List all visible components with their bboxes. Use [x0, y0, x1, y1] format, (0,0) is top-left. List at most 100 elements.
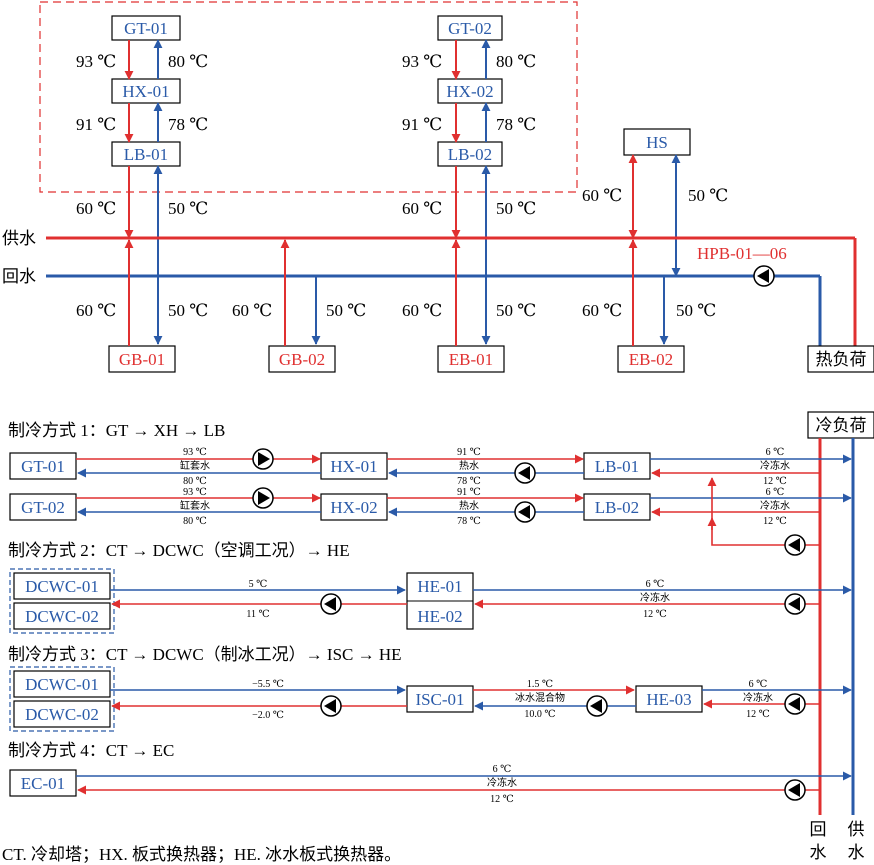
return-water-label-b: 水	[810, 843, 827, 862]
medium-label: 热水	[459, 499, 479, 512]
pump-icon[interactable]	[586, 695, 608, 717]
gt-02-box[interactable]	[9, 493, 77, 521]
medium-label: 冷冻水	[640, 591, 670, 604]
cooling-mode-1-title: 制冷方式 1：GT → XH → LB	[8, 421, 225, 440]
temp-label: 80 ℃	[496, 52, 536, 71]
hx-01-box[interactable]	[111, 78, 181, 104]
cold-load-box[interactable]	[807, 411, 874, 439]
temp-label: 60 ℃	[402, 301, 442, 320]
temp-label: 91 ℃	[402, 115, 442, 134]
hx-02-box[interactable]	[320, 493, 388, 521]
pump-icon[interactable]	[784, 593, 806, 615]
medium-label: 冷冻水	[760, 499, 790, 512]
gt-label: GT-01	[21, 457, 65, 476]
cooling-mode-3-title: 制冷方式 3：CT → DCWC（制冰工况）→ ISC → HE	[8, 645, 402, 664]
gt-02-label: GT-02	[448, 19, 492, 38]
heating-unit-1: GT-01 HX-01 LB-01 93 ℃ 80 ℃ 91 ℃ 78 ℃ 60…	[76, 15, 208, 276]
lb-02-box[interactable]	[437, 141, 503, 167]
temp-label: 50 ℃	[496, 199, 536, 218]
temp-label: 6 ℃	[749, 679, 768, 690]
hx-01-label: HX-01	[122, 82, 169, 101]
dcwc-label: DCWC-01	[25, 577, 99, 596]
temp-label: 6 ℃	[766, 487, 785, 498]
temp-label: 60 ℃	[402, 199, 442, 218]
dcwc-label: DCWC-02	[25, 705, 99, 724]
dcwc-01-box[interactable]	[13, 572, 111, 600]
pump-icon[interactable]	[784, 693, 806, 715]
mode1-row-1: GT-01 HX-01 LB-01 93 ℃ 缸套水 80 ℃ 91 ℃ 热水 …	[9, 447, 852, 487]
hx-02-label: HX-02	[446, 82, 493, 101]
temp-label: 80 ℃	[183, 516, 207, 527]
gt-01-box[interactable]	[111, 15, 181, 41]
temp-label: 80 ℃	[183, 476, 207, 487]
mode3-row: DCWC-01 DCWC-02 ISC-01 HE-03 −5.5 ℃ −2.0…	[9, 666, 852, 732]
dcwc-01-box[interactable]	[13, 670, 111, 698]
temp-label: 50 ℃	[676, 301, 716, 320]
mode4-row: EC-01 6 ℃ 冷冻水 12 ℃	[9, 764, 852, 805]
cooling-mode-4-title: 制冷方式 4：CT → EC	[8, 741, 174, 760]
gt-01-label: GT-01	[124, 19, 168, 38]
pump-icon[interactable]	[514, 462, 536, 484]
temp-label: 78 ℃	[168, 115, 208, 134]
gb-01-label: GB-01	[119, 350, 165, 369]
pump-icon[interactable]	[320, 593, 342, 615]
dcwc-label: DCWC-02	[25, 607, 99, 626]
ec-01-box[interactable]	[9, 769, 77, 797]
medium-label: 热水	[459, 459, 479, 472]
eb-01-label: EB-01	[449, 350, 493, 369]
medium-label: 缸套水	[180, 459, 210, 472]
gb-02-box[interactable]	[268, 345, 336, 373]
pump-icon[interactable]	[514, 501, 536, 523]
temp-label: 50 ℃	[496, 301, 536, 320]
temp-label: 60 ℃	[582, 186, 622, 205]
hs-label: HS	[646, 133, 668, 152]
gt-01-box[interactable]	[9, 452, 77, 480]
dcwc-02-box[interactable]	[13, 700, 111, 728]
return-water-label: 回水	[2, 267, 36, 286]
isc-01-box[interactable]	[406, 685, 474, 713]
supply-water-label-a: 供	[848, 820, 865, 839]
mode1-row-2: GT-02 HX-02 LB-02 93 ℃ 缸套水 80 ℃ 91 ℃ 热水 …	[9, 477, 852, 556]
pump-icon[interactable]	[784, 534, 806, 556]
hx-01-box[interactable]	[320, 452, 388, 480]
lb-02-box[interactable]	[583, 493, 651, 521]
temp-label: 60 ℃	[76, 199, 116, 218]
temp-label: 60 ℃	[232, 301, 272, 320]
eb-02-label: EB-02	[629, 350, 673, 369]
hs-box[interactable]	[623, 128, 691, 156]
temp-label: 12 ℃	[643, 609, 667, 620]
temp-label: 78 ℃	[457, 516, 481, 527]
dcwc-02-box[interactable]	[13, 602, 111, 630]
eb-01-box[interactable]	[437, 345, 505, 373]
gb-01-box[interactable]	[108, 345, 176, 373]
boiler-eb-02: EB-02 60 ℃ 50 ℃	[582, 239, 716, 373]
medium-label: 冷冻水	[760, 459, 790, 472]
pump-icon[interactable]	[320, 695, 342, 717]
gt-02-box[interactable]	[437, 15, 503, 41]
pump-icon[interactable]	[252, 487, 274, 509]
lb-01-box[interactable]	[111, 141, 181, 167]
temp-label: 6 ℃	[766, 447, 785, 458]
temp-label: −5.5 ℃	[252, 679, 284, 690]
lb-01-box[interactable]	[583, 452, 651, 480]
temp-label: 60 ℃	[582, 301, 622, 320]
temp-label: 12 ℃	[490, 794, 514, 805]
hx-02-box[interactable]	[437, 78, 503, 104]
eb-02-box[interactable]	[617, 345, 685, 373]
temp-label: 91 ℃	[76, 115, 116, 134]
lb-label: LB-02	[595, 498, 639, 517]
temp-label: 93 ℃	[183, 447, 207, 458]
mode2-row: DCWC-01 DCWC-02 HE-01 HE-02 5 ℃ 11 ℃ 6 ℃…	[9, 568, 852, 634]
supply-water-label-b: 水	[848, 843, 865, 862]
temp-label: 93 ℃	[76, 52, 116, 71]
heat-load-box[interactable]	[807, 345, 874, 373]
temp-label: 50 ℃	[168, 301, 208, 320]
temp-label: 60 ℃	[76, 301, 116, 320]
hpb-pump-icon[interactable]	[753, 265, 775, 287]
pump-icon[interactable]	[252, 448, 274, 470]
lb-label: LB-01	[595, 457, 639, 476]
pump-icon[interactable]	[784, 779, 806, 801]
he-03-box[interactable]	[635, 685, 703, 713]
temp-label: 78 ℃	[457, 476, 481, 487]
temp-label: 93 ℃	[402, 52, 442, 71]
